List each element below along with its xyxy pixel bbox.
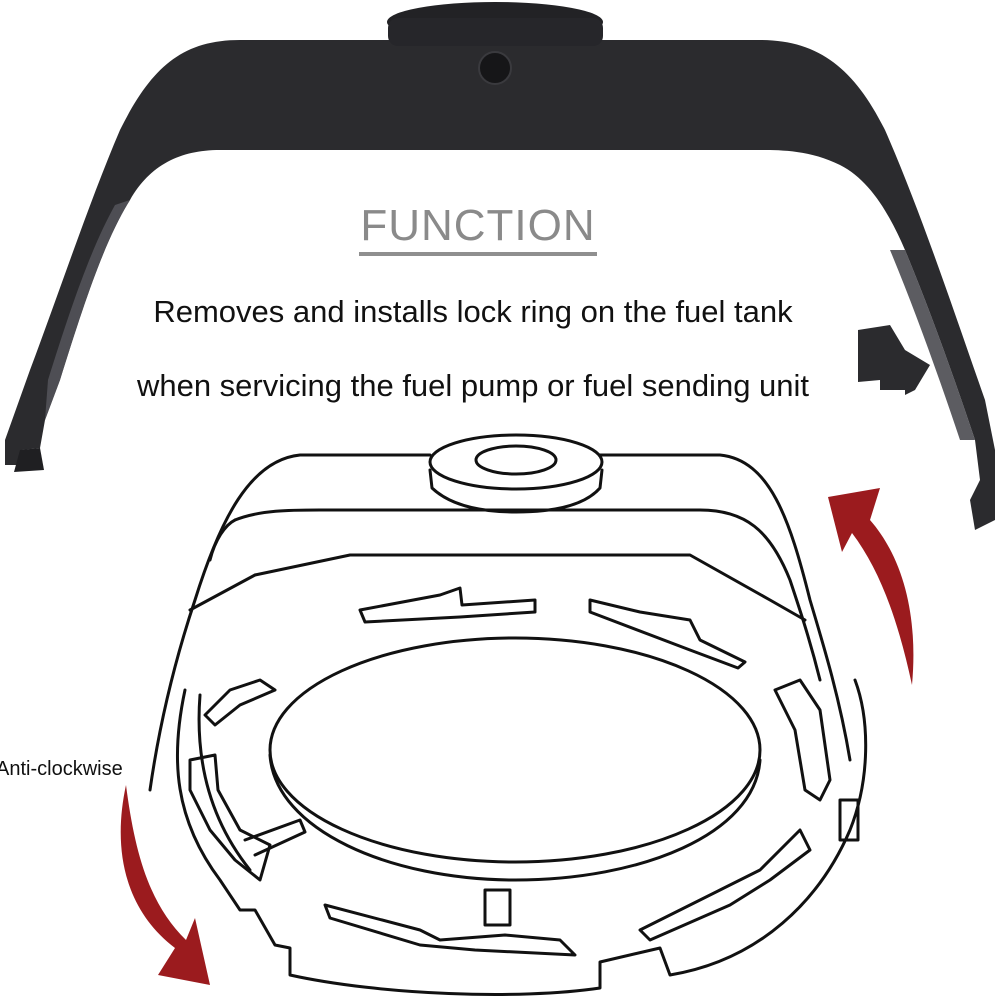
tool-body-outline xyxy=(148,453,432,792)
heading-function: FUNCTION xyxy=(360,201,596,250)
description-line-1: Removes and installs lock ring on the fu… xyxy=(153,294,793,329)
outer-ring xyxy=(175,678,868,996)
wrench-hub-hole xyxy=(478,51,512,85)
description-line-2: when servicing the fuel pump or fuel sen… xyxy=(136,368,810,403)
wrench-left-arm xyxy=(5,40,500,465)
heading-underline xyxy=(359,252,597,256)
wrench-right-foot xyxy=(858,325,930,395)
tank-opening xyxy=(268,636,762,864)
anticlockwise-arrow-icon xyxy=(120,785,210,985)
clockwise-arrow-icon xyxy=(828,488,914,685)
anticlockwise-label: Anti-clockwise xyxy=(0,758,123,780)
diagram-hub xyxy=(428,433,604,491)
wrench-right-arm xyxy=(500,40,995,530)
